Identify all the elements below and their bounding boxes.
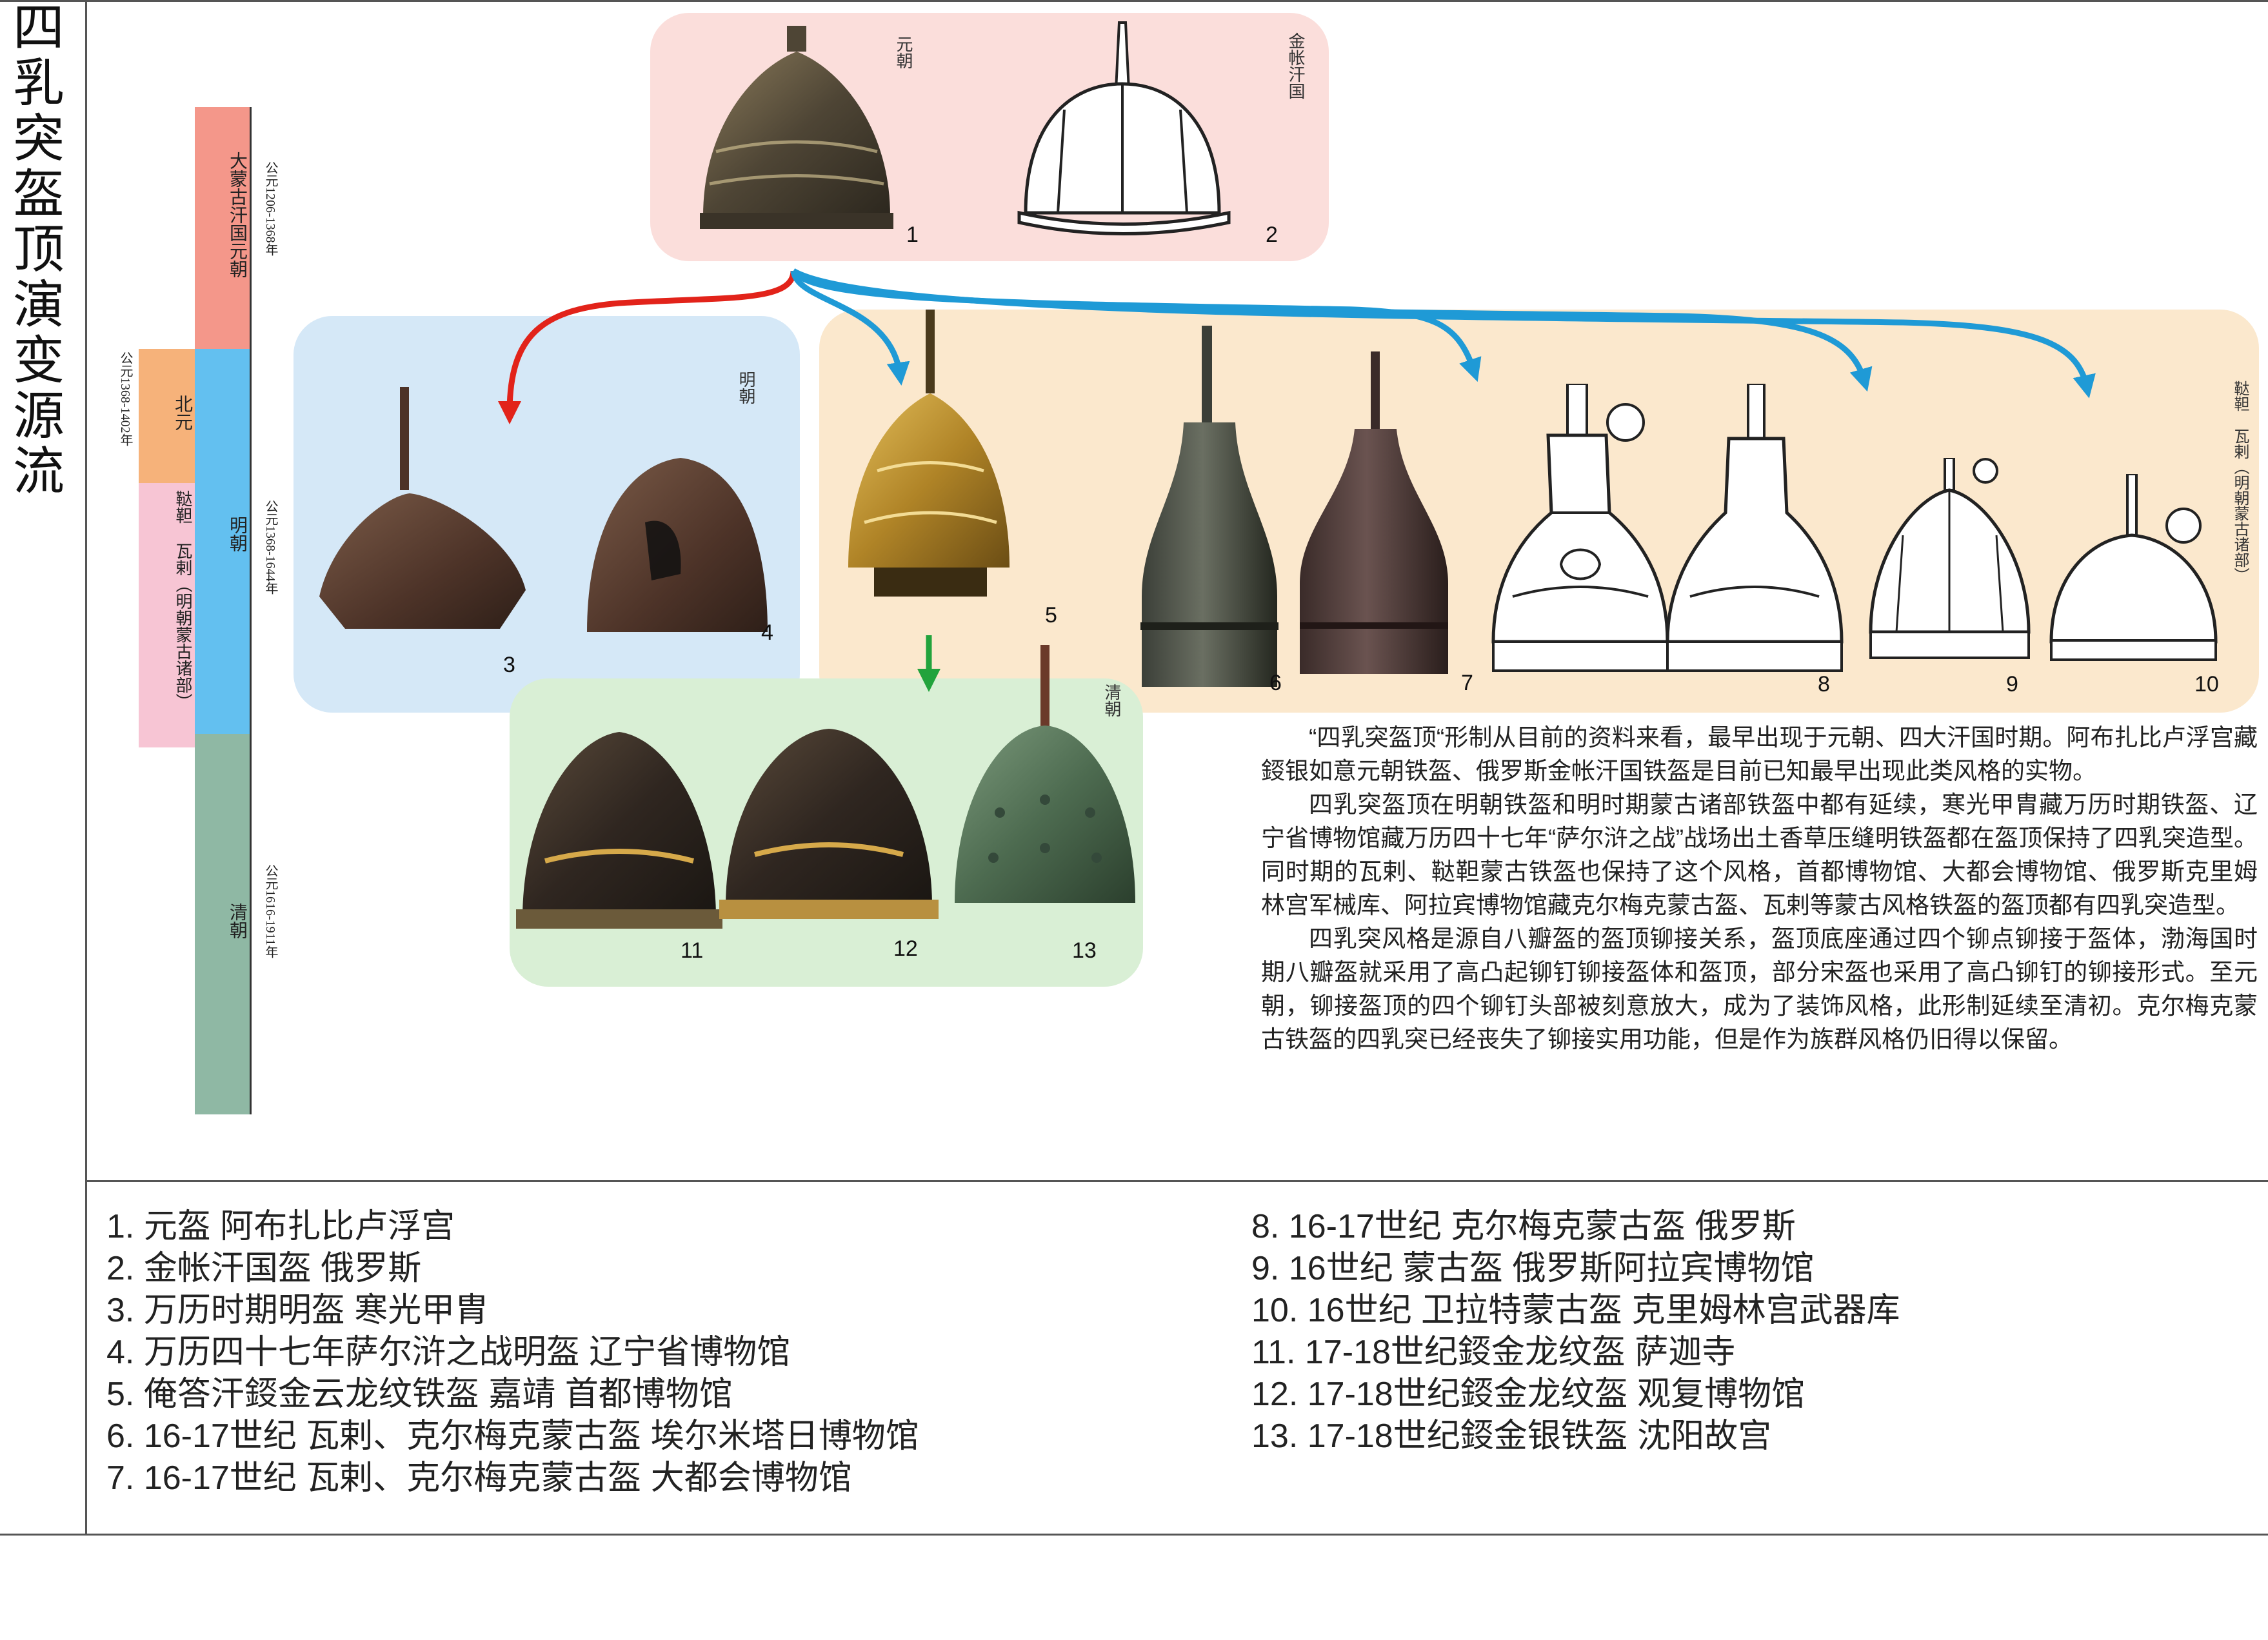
frame-top-border [0, 0, 2268, 2]
helmet-12-image [719, 729, 939, 919]
arrow-blue-to-5 [790, 270, 910, 386]
legend-item-1: 1. 元盔 阿布扎比卢浮宫 [106, 1208, 455, 1245]
helmet-6-number: 6 [1269, 671, 1282, 695]
legend-item-3: 3. 万历时期明盔 寒光甲胄 [106, 1292, 489, 1329]
timeline-label-yuan: 大蒙古汗国元朝 [227, 152, 247, 278]
helmet-13-image [955, 645, 1135, 903]
evolution-arrows [498, 268, 2096, 692]
timeline-bar-ming [195, 349, 250, 734]
helmet-11-number: 11 [681, 938, 704, 963]
legend-item-5: 5. 俺答汗鋄金云龙纹铁盔 嘉靖 首都博物馆 [106, 1376, 733, 1413]
description-text: “四乳突盔顶“形制从目前的资料来看，最早出现于元朝、四大汗国时期。阿布扎比卢浮宫… [1261, 721, 2258, 1056]
panel-label-yuan: 元朝 [894, 35, 913, 69]
legend-left: 1. 元盔 阿布扎比卢浮宫 2. 金帐汗国盔 俄罗斯 3. 万历时期明盔 寒光甲… [106, 1206, 919, 1499]
helmet-12-number: 12 [893, 936, 918, 961]
helmet-8-number: 8 [1818, 672, 1830, 697]
page-title: 四乳突盔顶演变源流 [5, 0, 62, 499]
helmet-10-number: 10 [2194, 672, 2219, 697]
helmet-11-image [516, 732, 722, 929]
helmet-2-number: 2 [1266, 222, 1278, 247]
helmet-7-image [1300, 351, 1448, 674]
panel-label-ming: 明朝 [737, 371, 755, 404]
helmet-6-image [1140, 326, 1278, 687]
helmet-8-image [1491, 384, 1669, 672]
panel-label-golden-horde: 金帐汗国 [1286, 32, 1305, 99]
helmet-13-number: 13 [1072, 938, 1097, 963]
legend-item-6: 6. 16-17世纪 瓦剌、克尔梅克蒙古盔 埃尔米塔日博物馆 [106, 1418, 919, 1455]
frame-mid-divider [85, 1180, 2268, 1182]
helmet-5-number: 5 [1045, 603, 1057, 627]
frame-left-divider [85, 0, 87, 1535]
timeline-label-ming: 明朝 [227, 516, 247, 552]
panel-label-mongol: 鞑靼 瓦剌（明朝蒙古诸部） [2231, 380, 2248, 583]
legend-item-9: 9. 16世纪 蒙古盔 俄罗斯阿拉宾博物馆 [1251, 1250, 1815, 1287]
arrow-red-to-ming [498, 270, 797, 424]
frame-bottom-border [0, 1534, 2268, 1536]
helmet-8b-image [1666, 384, 1844, 672]
panel-label-qing: 清朝 [1102, 684, 1121, 717]
helmet-1-image [700, 26, 893, 229]
year-label-ming: 公元1368-1644年 [263, 500, 277, 595]
year-label-yuan: 公元1206-1368年 [263, 161, 277, 256]
timeline-label-beiyuan: 北元 [172, 395, 192, 431]
helmet-3-number: 3 [503, 653, 515, 677]
timeline-bar-beiyuan [139, 349, 195, 483]
arrow-blue-to-10 [791, 268, 2096, 399]
description-paragraph-3: 四乳突风格是源自八瓣盔的盔顶铆接关系，盔顶底座通过四个铆点铆接于盔体，渤海国时期… [1261, 925, 2258, 1052]
legend-item-10: 10. 16世纪 卫拉特蒙古盔 克里姆林宫武器库 [1251, 1292, 1900, 1329]
helmet-3-image [319, 387, 526, 629]
helmet-1-number: 1 [906, 222, 919, 247]
helmet-10-image [2049, 474, 2218, 661]
timeline-bar-yuan [195, 107, 250, 349]
helmet-9-image [1869, 458, 2031, 659]
helmet-4-number: 4 [761, 620, 773, 645]
legend-right: 8. 16-17世纪 克尔梅克蒙古盔 俄罗斯 9. 16世纪 蒙古盔 俄罗斯阿拉… [1251, 1206, 1900, 1457]
description-paragraph-1: “四乳突盔顶“形制从目前的资料来看，最早出现于元朝、四大汗国时期。阿布扎比卢浮宫… [1261, 724, 2258, 784]
legend-item-2: 2. 金帐汗国盔 俄罗斯 [106, 1250, 422, 1287]
timeline-bar-tatar-oirat [139, 483, 195, 747]
timeline-axis-line [250, 107, 252, 1114]
legend-item-8: 8. 16-17世纪 克尔梅克蒙古盔 俄罗斯 [1251, 1208, 1796, 1245]
legend-item-11: 11. 17-18世纪鋄金龙纹盔 萨迦寺 [1251, 1334, 1736, 1371]
helmet-9-number: 9 [2006, 672, 2018, 697]
timeline-label-qing: 清朝 [227, 903, 247, 939]
helmet-2-image [1017, 21, 1231, 235]
legend-item-7: 7. 16-17世纪 瓦剌、克尔梅克蒙古盔 大都会博物馆 [106, 1459, 852, 1497]
helmet-4-image [587, 458, 768, 632]
helmet-7-number: 7 [1461, 671, 1473, 695]
helmet-5-image [848, 310, 1010, 597]
legend-item-12: 12. 17-18世纪鋄金龙纹盔 观复博物馆 [1251, 1376, 1805, 1413]
description-paragraph-2: 四乳突盔顶在明朝铁盔和明时期蒙古诸部铁盔中都有延续，寒光甲胄藏万历时期铁盔、辽宁… [1261, 791, 2258, 918]
legend-item-4: 4. 万历四十七年萨尔浒之战明盔 辽宁省博物馆 [106, 1334, 791, 1371]
legend-item-13: 13. 17-18世纪鋄金银铁盔 沈阳故宫 [1251, 1418, 1772, 1455]
timeline-label-tatar-oirat: 鞑靼 瓦剌（明朝蒙古诸部） [174, 490, 192, 710]
timeline-bar-qing [195, 734, 250, 1114]
year-label-qing: 公元1616-1911年 [263, 864, 277, 958]
year-label-beiyuan: 公元1368-1402年 [118, 351, 132, 446]
